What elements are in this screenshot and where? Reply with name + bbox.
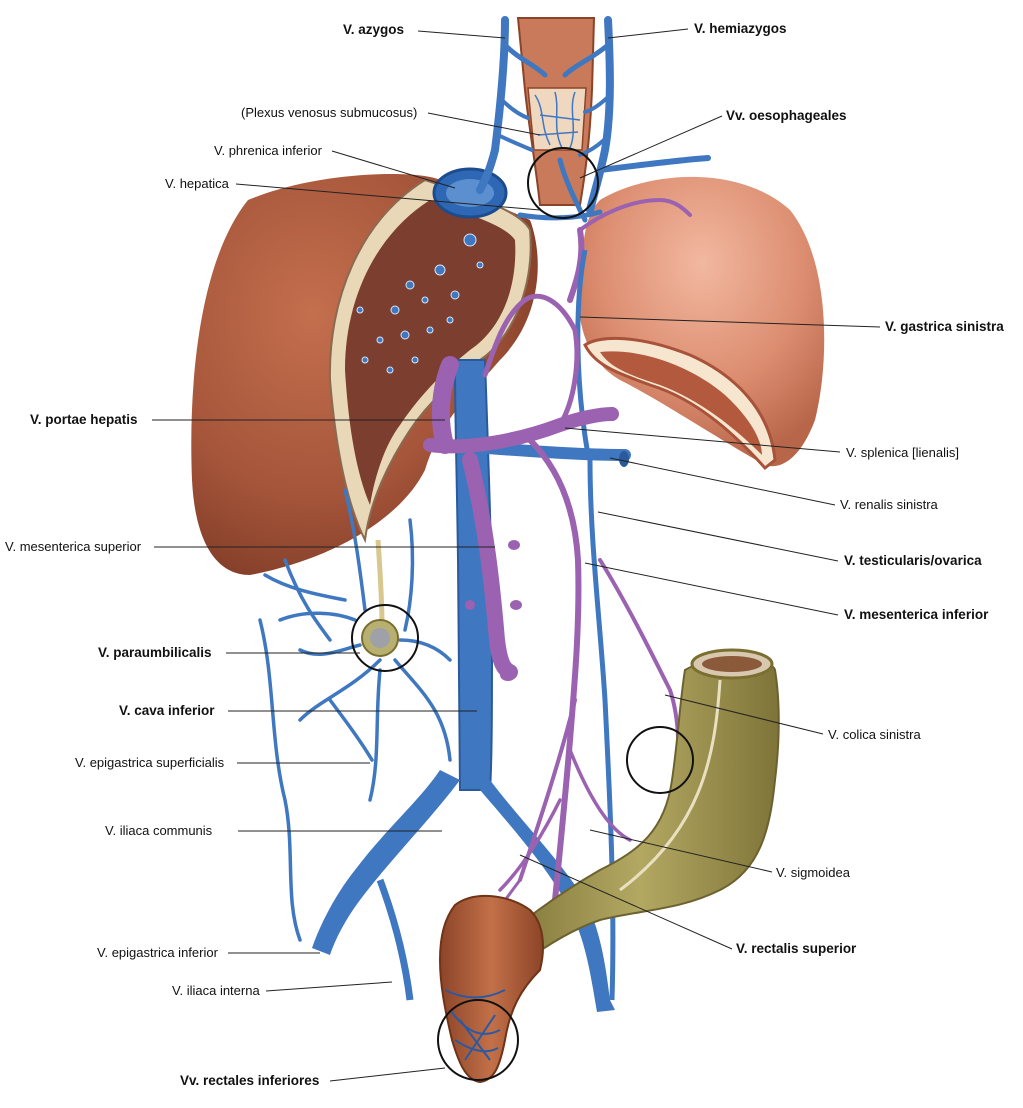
label-oesophageales: Vv. oesophageales	[726, 108, 847, 123]
label-cava: V. cava inferior	[119, 703, 215, 718]
label-iliaca-int: V. iliaca interna	[172, 983, 260, 998]
label-renalis: V. renalis sinistra	[840, 497, 938, 512]
left-renal-vein	[482, 442, 631, 461]
label-hemiazygos: V. hemiazygos	[694, 21, 787, 36]
label-plexus: (Plexus venosus submucosus)	[241, 105, 418, 120]
left-common-iliac	[312, 770, 460, 955]
gastric-veins	[567, 197, 692, 303]
label-rectales-inf: Vv. rectales inferiores	[180, 1073, 320, 1088]
label-mes-inf: V. mesenterica inferior	[844, 607, 989, 622]
label-splenica: V. splenica [lienalis]	[846, 445, 959, 460]
label-epig-inf: V. epigastrica inferior	[97, 945, 218, 960]
smv-branch-stumps	[465, 407, 618, 681]
label-sigmoidea: V. sigmoidea	[776, 865, 850, 880]
label-paraumb: V. paraumbilicalis	[98, 645, 212, 660]
submucous-plexus-veins	[534, 91, 581, 149]
portal-system	[423, 293, 681, 963]
leader-lines	[152, 28, 881, 1082]
label-epig-sup: V. epigastrica superficialis	[75, 755, 225, 770]
stomach-cut-interior	[600, 351, 762, 455]
rectum	[438, 894, 544, 1084]
label-colica: V. colica sinistra	[828, 727, 921, 742]
label-portae: V. portae hepatis	[30, 412, 138, 427]
azygos-system	[476, 16, 614, 214]
label-iliaca-comm: V. iliaca communis	[105, 823, 213, 838]
label-rectalis-sup: V. rectalis superior	[736, 941, 857, 956]
liver-section-interior	[345, 200, 516, 505]
right-common-iliac	[480, 780, 615, 1012]
label-phrenica: V. phrenica inferior	[214, 143, 322, 158]
label-gastrica: V. gastrica sinistra	[885, 319, 1004, 334]
label-testicularis: V. testicularis/ovarica	[844, 553, 982, 568]
internal-iliac-vein	[376, 878, 414, 1001]
anastomosis-markers	[351, 147, 694, 1081]
liver-section-vessels	[356, 233, 484, 374]
inferior-rectal-plexus	[444, 989, 506, 1061]
label-azygos: V. azygos	[343, 22, 405, 37]
label-mes-sup: V. mesenterica superior	[5, 539, 142, 554]
descending-colon	[498, 657, 780, 967]
label-hepatica: V. hepatica	[165, 176, 229, 191]
